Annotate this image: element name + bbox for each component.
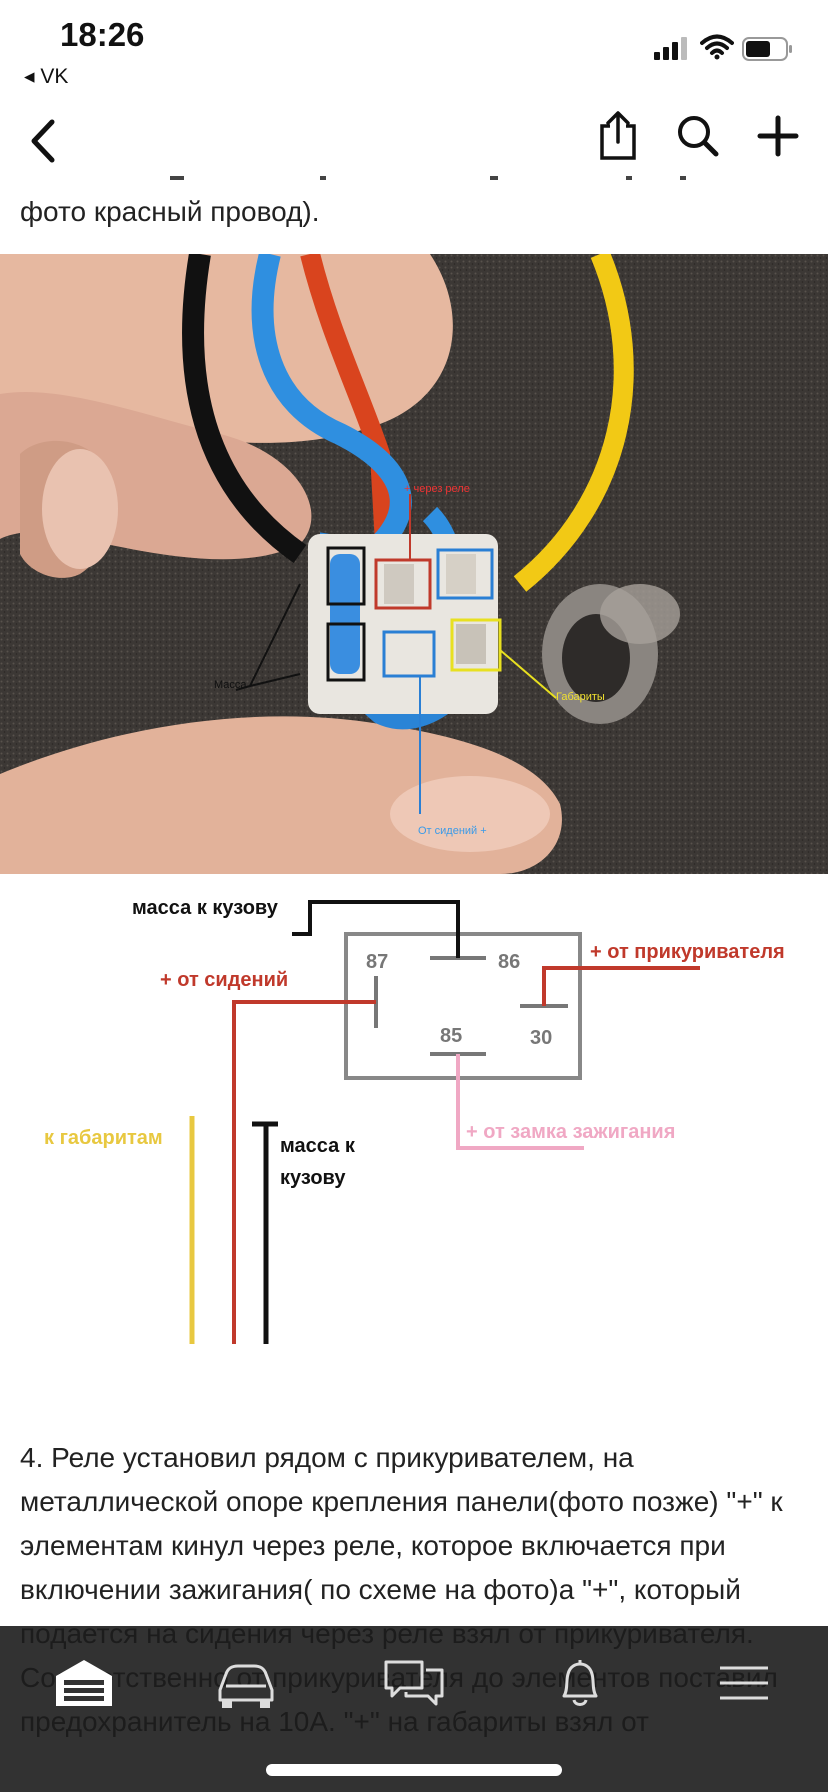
label-mass-to-body-line1: масса к bbox=[280, 1135, 356, 1157]
battery-icon bbox=[742, 37, 792, 61]
signal-icon bbox=[654, 37, 687, 60]
relay-wiring-diagram[interactable]: 87 86 85 30 масса к кузову + от сидений … bbox=[0, 874, 828, 1394]
status-bar: 18:26 ◂ VK bbox=[0, 0, 828, 96]
garage-icon[interactable] bbox=[52, 1656, 116, 1710]
photo-label-from-seats: От сидений + bbox=[418, 825, 487, 837]
connector-photo[interactable]: + через реле Масса Габариты От сидений + bbox=[0, 254, 828, 874]
pin-86-label: 86 bbox=[498, 951, 520, 973]
menu-icon[interactable] bbox=[712, 1656, 776, 1710]
back-to-app-link[interactable]: ◂ VK bbox=[24, 65, 69, 88]
label-from-seats: + от сидений bbox=[160, 969, 288, 991]
label-mass-to-body-line2: кузову bbox=[280, 1167, 346, 1189]
home-indicator[interactable] bbox=[266, 1764, 562, 1776]
bell-icon[interactable] bbox=[548, 1656, 612, 1710]
label-from-ignition: + от замка зажигания bbox=[466, 1121, 675, 1143]
chat-icon[interactable] bbox=[382, 1656, 446, 1710]
article-intro-line: фото красный провод). bbox=[20, 196, 320, 227]
status-time: 18:26 bbox=[60, 16, 145, 53]
back-arrow-icon[interactable] bbox=[24, 118, 64, 164]
label-from-lighter: + от прикуривателя bbox=[590, 941, 785, 963]
share-icon[interactable] bbox=[596, 110, 640, 162]
car-icon[interactable] bbox=[214, 1656, 278, 1710]
search-icon[interactable] bbox=[676, 114, 720, 158]
photo-label-gabarity: Габариты bbox=[556, 691, 605, 703]
add-icon[interactable] bbox=[756, 114, 800, 158]
label-mass-to-body-top: масса к кузову bbox=[132, 897, 279, 919]
pin-30-label: 30 bbox=[530, 1027, 552, 1049]
photo-label-mass: Масса bbox=[214, 679, 247, 691]
label-to-gabarity: к габаритам bbox=[44, 1127, 163, 1149]
wifi-icon bbox=[700, 34, 734, 60]
pin-87-label: 87 bbox=[366, 951, 388, 973]
clipped-text-line bbox=[170, 176, 686, 180]
nav-bar bbox=[0, 96, 828, 184]
pin-85-label: 85 bbox=[440, 1025, 462, 1047]
photo-label-via-relay: + через реле bbox=[404, 483, 470, 495]
